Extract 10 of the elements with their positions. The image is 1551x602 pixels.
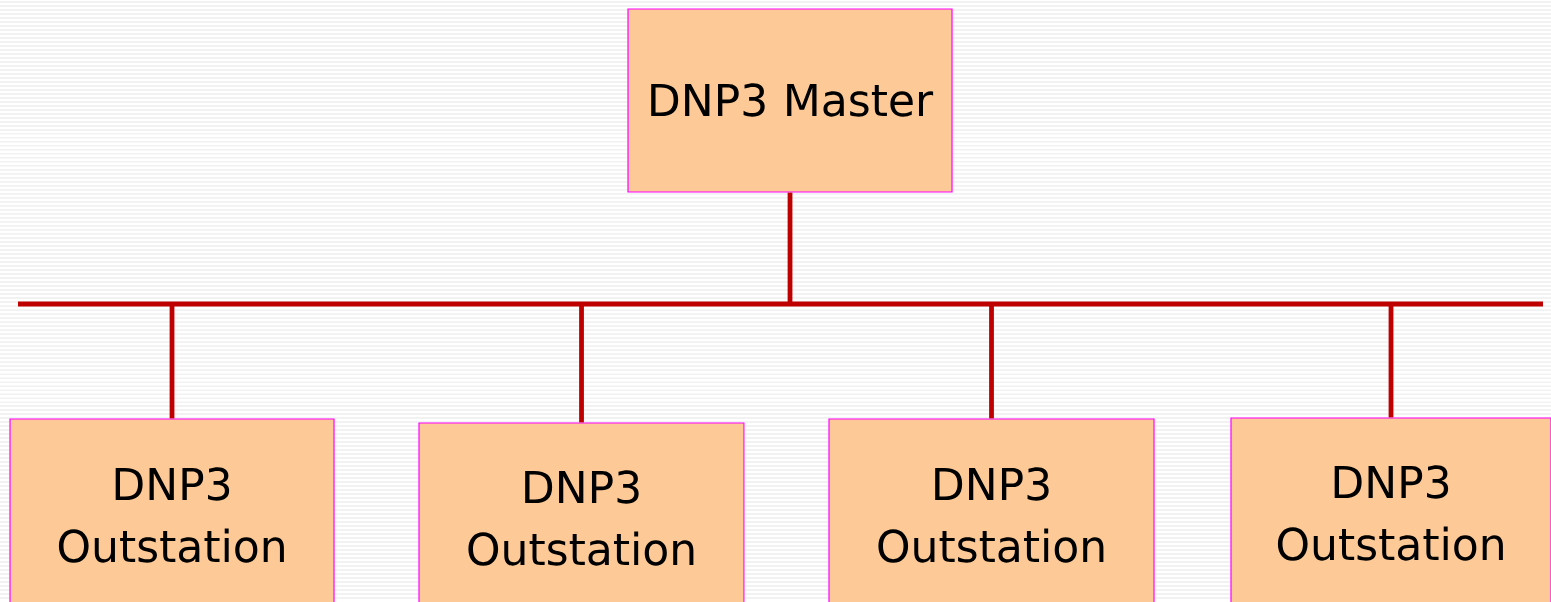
node-box: DNP3 Outstation: [828, 418, 1155, 602]
connector-line: [169, 304, 175, 419]
node-box: DNP3 Master: [627, 8, 953, 193]
node-box: DNP3 Outstation: [418, 422, 745, 602]
connector-line: [787, 192, 793, 304]
node-box: DNP3 Outstation: [9, 418, 335, 602]
connector-line: [1388, 304, 1394, 418]
node-box: DNP3 Outstation: [1230, 417, 1551, 602]
connector-line: [579, 304, 584, 423]
connector-line: [989, 304, 994, 419]
